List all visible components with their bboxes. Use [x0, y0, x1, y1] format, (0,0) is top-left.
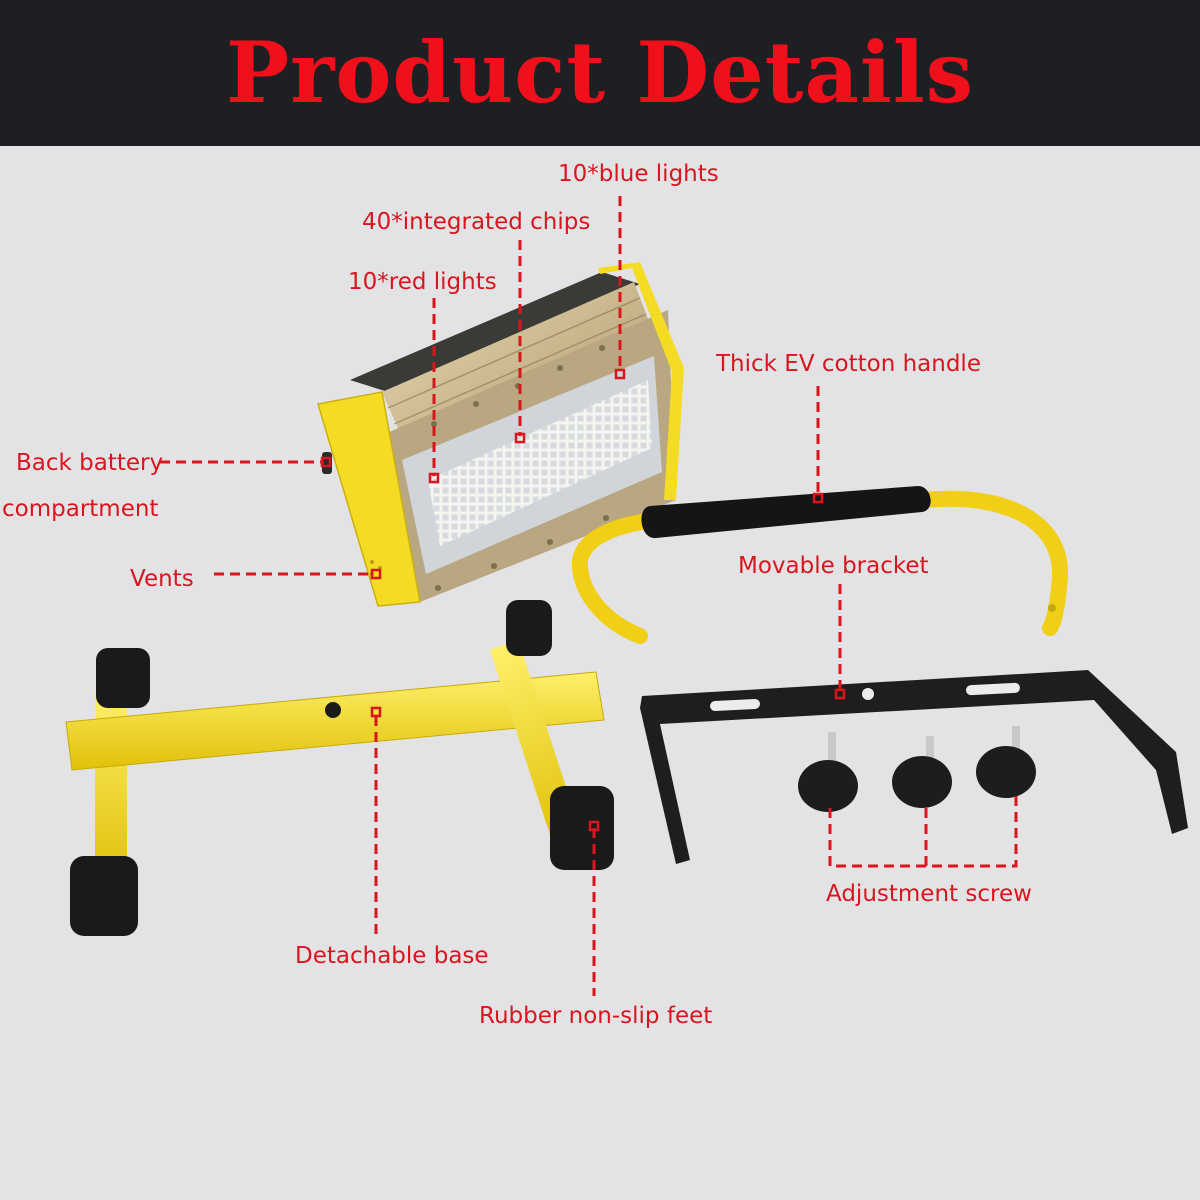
- header-bar: Product Details: [0, 0, 1200, 146]
- label-blue-lights: 10*blue lights: [558, 161, 719, 187]
- marker-vents: [370, 568, 382, 580]
- callout-markers: [320, 368, 846, 832]
- marker-detachable-base: [370, 706, 382, 718]
- housing-screws: [431, 345, 609, 591]
- label-vents: Vents: [130, 566, 194, 592]
- led-array: [428, 380, 652, 546]
- adjustment-screws: [798, 726, 1036, 812]
- handle-hole: [1048, 604, 1056, 612]
- marker-back-battery: [320, 456, 332, 468]
- screw-1: [798, 732, 858, 812]
- marker-rubber-feet: [588, 820, 600, 832]
- marker-red-lights: [428, 472, 440, 484]
- marker-integrated-chips: [514, 432, 526, 444]
- label-red-lights: 10*red lights: [348, 269, 497, 295]
- bracket-center-hole: [862, 688, 874, 700]
- callout-lines: [160, 196, 1018, 996]
- label-integrated-chips: 40*integrated chips: [362, 209, 591, 235]
- handle-right-arm: [916, 490, 1069, 636]
- base-stand: [65, 600, 614, 936]
- floodlight: [317, 262, 684, 607]
- base-crossbar: [65, 671, 605, 771]
- floodlight-back-edge: [350, 272, 640, 392]
- label-detachable-base: Detachable base: [295, 943, 489, 969]
- leader-adjustment-screw: [828, 796, 1018, 868]
- page-title: Product Details: [225, 23, 975, 122]
- label-adjustment-screw: Adjustment screw: [826, 881, 1032, 907]
- base-mount-hole: [325, 702, 341, 718]
- screw-3: [976, 726, 1036, 798]
- bracket-slot-left: [710, 698, 760, 712]
- foot-rear-right: [506, 600, 552, 656]
- label-back-battery: Back battery: [16, 450, 164, 476]
- foot-front-right: [550, 786, 614, 870]
- label-rubber-feet: Rubber non-slip feet: [479, 1003, 713, 1029]
- bracket-body: [640, 670, 1188, 864]
- screw-2: [892, 736, 952, 808]
- foot-front-left: [70, 856, 138, 936]
- side-cap-right: [598, 262, 684, 500]
- side-cap-left: [317, 391, 421, 607]
- handle-assembly: [571, 486, 1069, 644]
- handle-left-arm: [571, 512, 672, 644]
- foam-grip: [641, 486, 931, 539]
- label-compartment: compartment: [2, 496, 159, 522]
- marker-thick-handle: [812, 492, 824, 504]
- marker-blue-lights: [614, 368, 626, 380]
- foot-rear-left: [96, 648, 150, 708]
- label-movable-bracket: Movable bracket: [738, 553, 929, 579]
- marker-movable-bracket: [834, 688, 846, 700]
- label-thick-handle: Thick EV cotton handle: [716, 351, 981, 377]
- bracket-slot-right: [966, 682, 1020, 696]
- metal-bracket: [640, 670, 1188, 864]
